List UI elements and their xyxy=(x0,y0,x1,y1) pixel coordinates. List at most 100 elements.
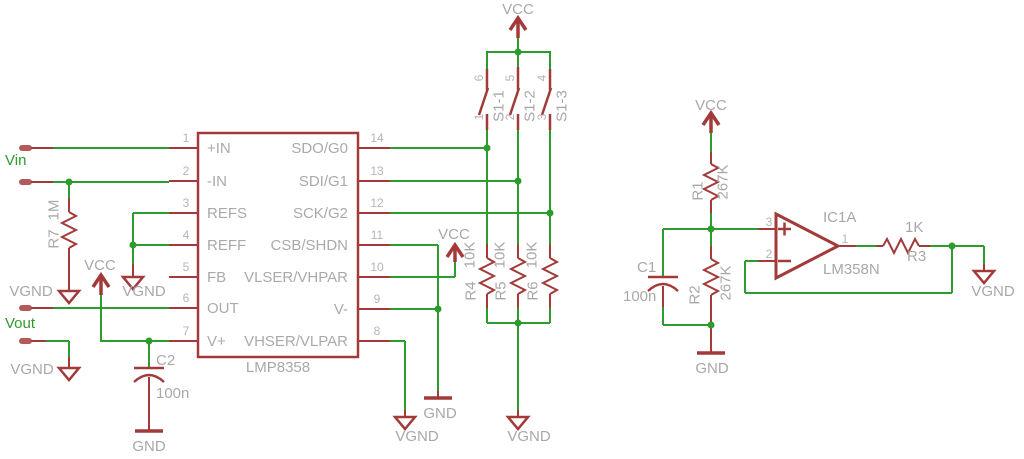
resistor-name-r5: R5 xyxy=(492,281,510,301)
resistor-value-r7: 1M xyxy=(45,199,63,221)
net-label-vin: Vin xyxy=(5,152,27,169)
switch-s1-1[interactable] xyxy=(477,69,490,130)
gnd-symbol-r2[interactable] xyxy=(697,325,725,355)
ic-pin-name: -IN xyxy=(207,173,227,190)
switch-name-label: S1-2 xyxy=(521,90,539,122)
vcc-symbol-left[interactable] xyxy=(91,271,111,295)
ic-pin-number: 3 xyxy=(182,196,190,210)
vcc-symbol-mid[interactable] xyxy=(445,241,465,262)
ic-pin-name: V- xyxy=(333,301,348,318)
switch-s1-3[interactable] xyxy=(540,69,553,130)
resistor-r2[interactable] xyxy=(701,246,721,325)
ic-pin-number: 12 xyxy=(370,196,384,210)
ic-pin-name: CSB/SHDN xyxy=(270,237,348,254)
ic-pin-name: +IN xyxy=(207,140,231,157)
resistor-r1[interactable] xyxy=(701,152,721,213)
capacitor-value-c1: 100n xyxy=(623,288,657,305)
resistor-value-r2: 267K xyxy=(717,265,735,301)
power-label-vgnd-vout: VGND xyxy=(10,361,54,378)
switch-name-label: S1-3 xyxy=(553,90,571,122)
ic-pin-name: REFF xyxy=(207,237,247,254)
opamp-pin-number: 2 xyxy=(765,247,773,261)
opamp-designator: IC1A xyxy=(823,209,857,226)
plus-icon xyxy=(778,222,791,236)
ic-lmp8358[interactable] xyxy=(169,131,390,359)
terminal-vin[interactable] xyxy=(19,145,53,151)
capacitor-c1[interactable] xyxy=(647,275,679,307)
vgnd-symbols[interactable] xyxy=(56,264,997,431)
junction-dots xyxy=(65,48,956,345)
resistor-name-r3: R3 xyxy=(907,248,927,265)
resistor-r6[interactable] xyxy=(540,244,560,308)
power-label-vcc-mid: VCC xyxy=(438,226,470,243)
ic-pin-name: FB xyxy=(207,269,227,286)
terminal-in-neg[interactable] xyxy=(19,179,53,185)
vgnd-symbol-out xyxy=(971,269,997,285)
resistor-r3[interactable] xyxy=(876,236,930,256)
power-label-vgnd-pin8: VGND xyxy=(395,428,439,445)
resistor-value-r1: 267K xyxy=(714,164,732,200)
ic-pin-number: 1 xyxy=(182,131,190,145)
power-label-gnd-r2: GND xyxy=(695,360,729,377)
opamp-ic1a[interactable] xyxy=(758,211,856,281)
ic-pin-number: 9 xyxy=(373,292,381,306)
capacitor-c2[interactable] xyxy=(133,366,165,431)
resistor-name-r6: R6 xyxy=(524,281,542,301)
ic-pin-number: 5 xyxy=(182,260,190,274)
ic-pin-number: 6 xyxy=(182,291,190,305)
resistor-name-r4: R4 xyxy=(462,281,480,301)
vgnd-symbol-pin8 xyxy=(392,415,418,431)
opamp-pin-number: 1 xyxy=(841,232,849,246)
terminal-vout[interactable] xyxy=(19,305,53,311)
resistor-r5[interactable] xyxy=(508,244,528,308)
power-label-vgnd-resnet: VGND xyxy=(507,428,551,445)
ic-pin-number: 11 xyxy=(370,228,384,242)
resistor-name-r7: R7 xyxy=(45,229,63,249)
ic-part-label: LMP8358 xyxy=(245,359,311,376)
switch-s1-2[interactable] xyxy=(508,67,521,130)
gnd-symbol-mid[interactable] xyxy=(424,391,452,400)
ic-pin-name: VHSER/VLPAR xyxy=(244,333,348,350)
power-label-vcc-left: VCC xyxy=(84,257,116,274)
switch-pin-number: 6 xyxy=(472,74,486,82)
power-label-vgnd-out: VGND xyxy=(971,283,1015,300)
ic-pin-name: OUT xyxy=(207,300,239,317)
ic-pin-name: SDO/G0 xyxy=(291,140,348,157)
power-label-vcc-top: VCC xyxy=(502,1,534,18)
resistor-value-r3: 1K xyxy=(905,219,924,236)
ic-pin-number: 14 xyxy=(370,131,384,145)
switch-pin-number: 4 xyxy=(535,74,549,82)
ic-pin-name: SCK/G2 xyxy=(292,205,348,222)
wires[interactable] xyxy=(46,38,985,410)
net-label-vout: Vout xyxy=(5,315,36,332)
power-label-gnd-mid: GND xyxy=(423,405,457,422)
opamp-pin-number: 3 xyxy=(765,215,773,229)
ic-pin-name: SDI/G1 xyxy=(298,173,348,190)
resistor-r7[interactable] xyxy=(59,198,79,291)
ic-pin-name: VLSER/VHPAR xyxy=(244,269,348,286)
power-label-vgnd-pin4: VGND xyxy=(122,283,166,300)
resistor-name-r2: R2 xyxy=(686,285,704,305)
power-label-vcc-right: VCC xyxy=(695,97,727,114)
terminal-vgnd-ref[interactable] xyxy=(19,338,46,344)
switch-name-label: S1-1 xyxy=(490,90,508,122)
ic-pin-number: 13 xyxy=(370,164,384,178)
ic-pin-number: 2 xyxy=(182,164,190,178)
resistor-value-r5: 10K xyxy=(491,241,509,269)
ic-pin-number: 8 xyxy=(373,324,381,338)
capacitor-name-c2: C2 xyxy=(156,352,176,369)
ic-pin-number: 7 xyxy=(182,324,190,338)
resistor-name-r1: R1 xyxy=(689,181,707,201)
ic-pin-name: V+ xyxy=(207,333,226,350)
vcc-symbol-top[interactable] xyxy=(508,14,528,38)
vcc-symbol-right[interactable] xyxy=(701,109,721,133)
vgnd-symbol-resnet xyxy=(505,415,531,431)
power-label-gnd-c2: GND xyxy=(132,438,166,455)
resistor-r4[interactable] xyxy=(477,244,497,308)
switch-pin-number: 5 xyxy=(503,74,517,82)
ic-pin-number: 4 xyxy=(182,228,190,242)
capacitor-value-c2: 100n xyxy=(156,385,190,402)
opamp-part: LM358N xyxy=(823,261,880,278)
capacitor-name-c1: C1 xyxy=(637,259,657,276)
ic-pin-number: 10 xyxy=(370,260,384,274)
